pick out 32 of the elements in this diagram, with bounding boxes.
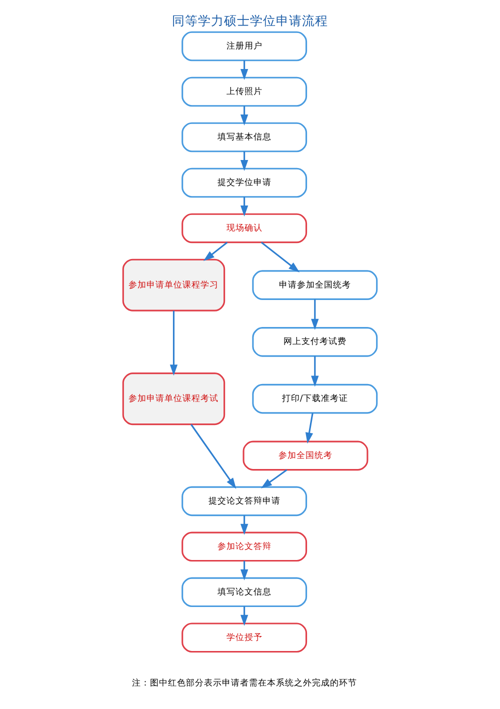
diagram-title: 同等学力硕士学位申请流程 — [172, 12, 328, 28]
arrow — [311, 356, 319, 387]
node-box: 提交论文答辩申请 — [182, 486, 308, 516]
node-box: 参加申请单位课程学习 — [122, 258, 226, 312]
node-box: 上传照片 — [182, 76, 308, 107]
node-box: 填写基本信息 — [182, 122, 308, 152]
arrow — [240, 606, 248, 626]
node-box: 参加全国统考 — [242, 440, 368, 471]
node-box: 参加申请单位课程考试 — [122, 372, 226, 426]
arrow — [240, 515, 248, 535]
arrow — [203, 242, 228, 262]
node-box: 参加论文答辩 — [182, 532, 308, 562]
node-box: 打印/下载准考证 — [252, 384, 378, 414]
node-box: 申请参加全国统考 — [252, 270, 378, 300]
node-box: 填写论文信息 — [182, 577, 308, 608]
node-box: 学位授予 — [182, 622, 308, 653]
arrow — [170, 310, 178, 376]
arrow — [260, 242, 300, 272]
arrow — [240, 560, 248, 580]
arrow — [240, 151, 248, 171]
arrow — [311, 299, 319, 330]
node-box: 网上支付考试费 — [252, 327, 378, 357]
arrow — [240, 196, 248, 216]
arrow — [305, 412, 314, 444]
arrow — [240, 60, 248, 80]
arrow — [260, 469, 288, 488]
node-box: 注册用户 — [182, 31, 308, 62]
arrow — [240, 106, 248, 126]
node-box: 现场确认 — [182, 213, 308, 244]
caption: 注：图中红色部分表示申请者需在本系统之外完成的环节 — [132, 678, 357, 688]
arrow — [190, 424, 236, 489]
node-box: 提交学位申请 — [182, 168, 308, 198]
